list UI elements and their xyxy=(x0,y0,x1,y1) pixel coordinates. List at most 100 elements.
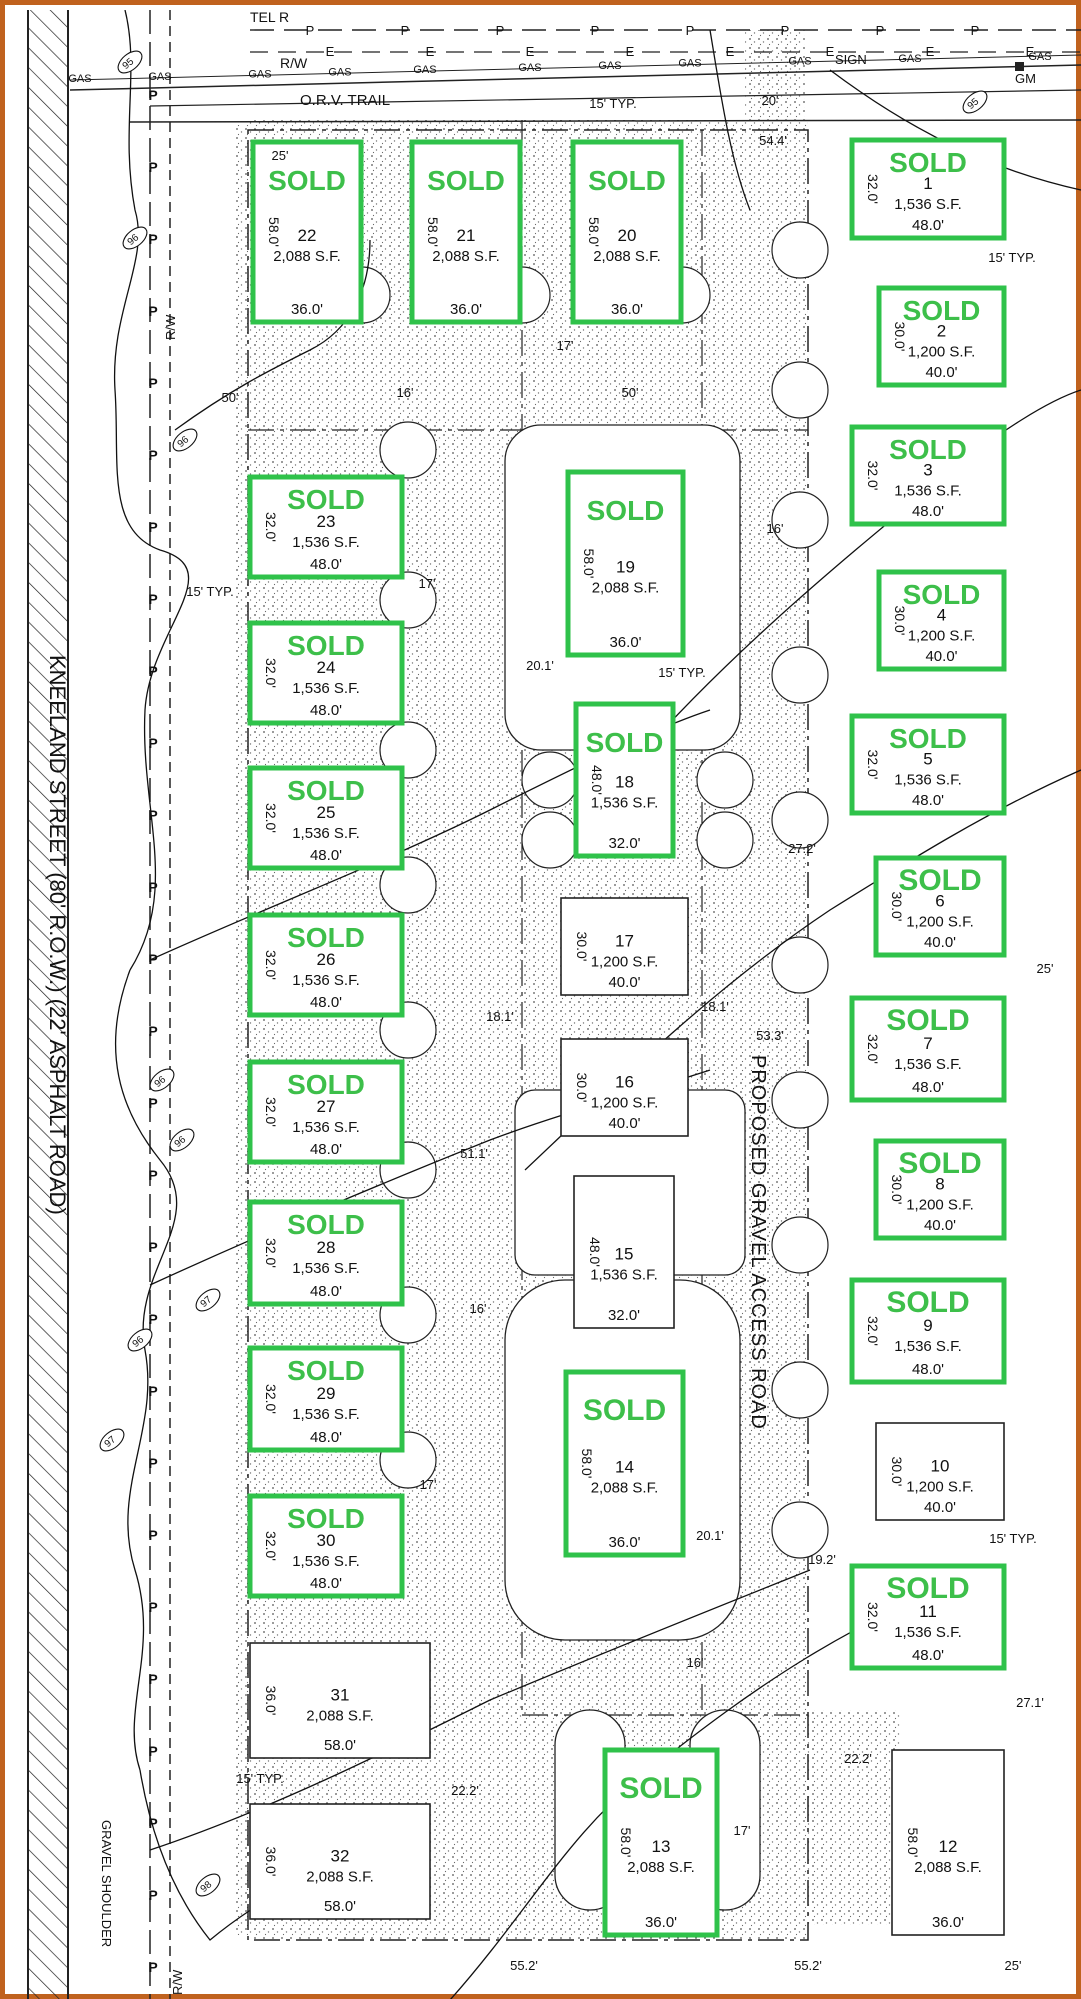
e-marker-top: E xyxy=(626,44,635,59)
contour-1 xyxy=(114,969,178,1771)
lot-depth: 32.0' xyxy=(865,1316,881,1346)
driveway-19 xyxy=(379,856,437,914)
dimension-label: 16' xyxy=(687,1655,704,1670)
lot-16: 161,200 S.F.40.0'30.0' xyxy=(560,1038,689,1137)
parcel-boundary xyxy=(247,129,809,1941)
lot-number: 18 xyxy=(615,773,634,792)
lot-width: 48.0' xyxy=(310,702,342,719)
lot-area: 1,536 S.F. xyxy=(292,680,360,697)
sold-label: SOLD xyxy=(903,579,981,610)
driveway-9 xyxy=(771,646,829,704)
p-marker: P xyxy=(148,1455,157,1471)
dimension-label: 25' xyxy=(1005,1958,1022,1973)
lot-width: 58.0' xyxy=(324,1898,356,1915)
driveway-10 xyxy=(771,791,829,849)
lot-width: 48.0' xyxy=(912,217,944,234)
lot-outline xyxy=(249,1803,431,1920)
dimension-label: 15' TYP. xyxy=(236,1771,284,1786)
lot-number: 25 xyxy=(317,803,336,822)
dimension-label: 22.2' xyxy=(844,1751,872,1766)
p-marker-top: P xyxy=(971,23,980,38)
p-marker: P xyxy=(148,1887,157,1903)
lot-area: 1,536 S.F. xyxy=(292,972,360,989)
p-marker: P xyxy=(148,1815,157,1831)
lot-width: 48.0' xyxy=(912,1079,944,1096)
lot-width: 40.0' xyxy=(608,974,640,991)
lot-width: 36.0' xyxy=(450,301,482,318)
dimension-label: 15' TYP. xyxy=(658,665,706,680)
lot-depth: 58.0' xyxy=(579,1449,595,1479)
dimension-label: 20.1' xyxy=(696,1528,724,1543)
lot-outline xyxy=(876,285,1007,388)
lot-number: 29 xyxy=(317,1384,336,1403)
lot-outline xyxy=(573,1175,675,1329)
lot-depth: 30.0' xyxy=(574,1073,590,1103)
lot-width: 40.0' xyxy=(924,1217,956,1234)
lot-area: 2,088 S.F. xyxy=(592,580,660,597)
dimension-label: 16' xyxy=(767,521,784,536)
lot-number: 17 xyxy=(615,932,634,951)
lot-area: 1,200 S.F. xyxy=(591,1095,659,1112)
p-marker: P xyxy=(148,1095,157,1111)
lot-depth: 32.0' xyxy=(263,1531,279,1561)
p-marker: P xyxy=(148,87,157,103)
lot-outline xyxy=(563,1369,686,1558)
lot-area: 1,536 S.F. xyxy=(894,483,962,500)
lot-outline xyxy=(891,1749,1005,1936)
lot-outline xyxy=(849,424,1007,527)
lot-area: 2,088 S.F. xyxy=(593,248,661,265)
lot-number: 23 xyxy=(317,512,336,531)
gas-label: GAS xyxy=(788,55,811,67)
lot-area: 1,200 S.F. xyxy=(906,1479,974,1496)
lot-outline xyxy=(560,897,689,996)
lot-number: 24 xyxy=(317,658,336,677)
lot-width: 48.0' xyxy=(310,994,342,1011)
lot-number: 13 xyxy=(652,1837,671,1856)
lot-outline xyxy=(849,137,1007,241)
gas-line xyxy=(69,64,1081,91)
p-marker: P xyxy=(148,1743,157,1759)
lot-width: 40.0' xyxy=(925,648,957,665)
gm-marker xyxy=(1015,62,1024,71)
lot-area: 1,536 S.F. xyxy=(292,1553,360,1570)
sold-label: SOLD xyxy=(889,723,967,754)
lot-number: 3 xyxy=(923,461,932,480)
driveway-7 xyxy=(771,361,829,419)
lot-number: 11 xyxy=(919,1602,937,1621)
dimension-label: 16' xyxy=(397,385,414,400)
lot-number: 30 xyxy=(317,1531,336,1550)
lot-width: 48.0' xyxy=(310,847,342,864)
lot-depth: 30.0' xyxy=(889,1457,905,1487)
gas-label: GAS xyxy=(148,71,171,83)
lot-area: 1,200 S.F. xyxy=(908,344,976,361)
p-marker: P xyxy=(148,447,157,463)
e-marker-top: E xyxy=(326,44,335,59)
contour-tag xyxy=(117,50,143,74)
driveway-26 xyxy=(696,751,754,809)
lot-width: 48.0' xyxy=(912,792,944,809)
sold-label: SOLD xyxy=(886,1572,969,1605)
orv-trail-label: O.R.V. TRAIL xyxy=(300,92,390,109)
lot-number: 15 xyxy=(615,1245,634,1264)
contour-3 xyxy=(174,239,371,431)
gas-label: GAS xyxy=(68,73,91,85)
p-marker: P xyxy=(148,1239,157,1255)
lot-number: 32 xyxy=(331,1847,350,1866)
lot-19: 192,088 S.F.36.0'58.0'SOLD xyxy=(565,469,686,658)
lot-number: 19 xyxy=(616,558,635,577)
lot-area: 1,536 S.F. xyxy=(894,1056,962,1073)
dimension-label: 15' TYP. xyxy=(589,96,637,111)
dimension-label: 50' xyxy=(222,390,239,405)
p-marker: P xyxy=(148,1959,157,1975)
lot-number: 4 xyxy=(937,606,946,625)
lot-28: 281,536 S.F.48.0'32.0'SOLD xyxy=(247,1199,405,1307)
lot-1: 11,536 S.F.48.0'32.0'SOLD xyxy=(849,137,1007,241)
row-label-3: R/W xyxy=(170,1969,185,1995)
lot-outline xyxy=(849,1277,1007,1385)
sold-label: SOLD xyxy=(268,165,346,196)
p-marker: P xyxy=(148,1023,157,1039)
contour-tag xyxy=(195,1873,221,1897)
dimension-label: 50' xyxy=(622,385,639,400)
